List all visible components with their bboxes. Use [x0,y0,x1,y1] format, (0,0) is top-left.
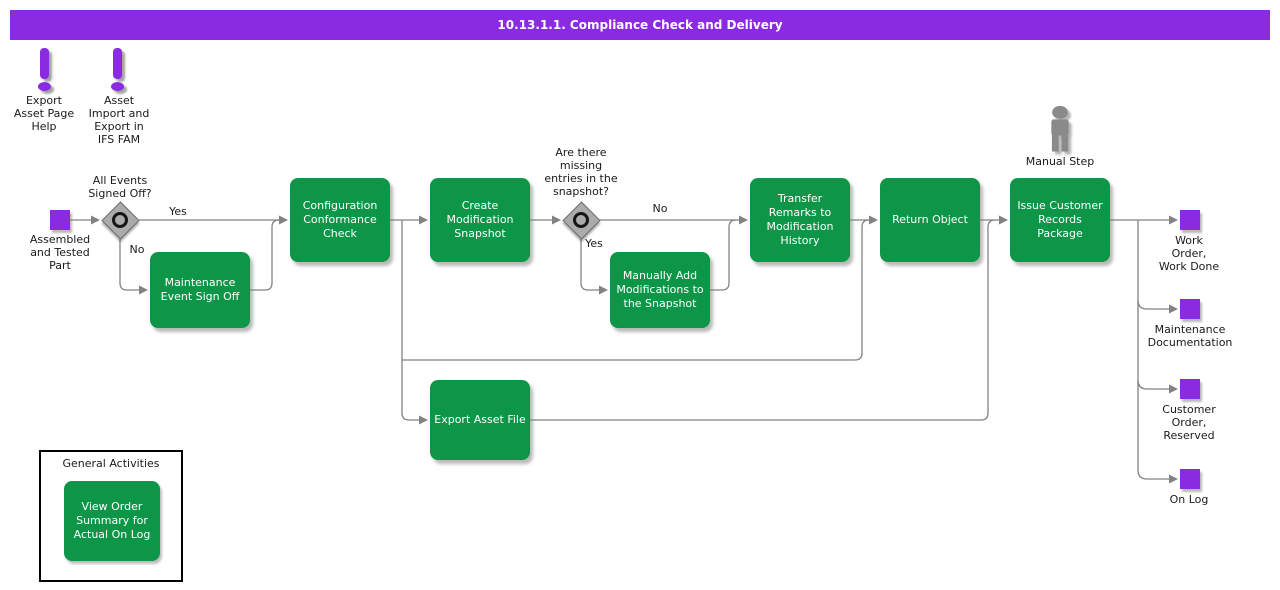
manual-step-label: Manual Step [1025,155,1095,168]
task-create-modification-snapshot[interactable]: Create Modification Snapshot [430,178,530,262]
output-square-customer-order[interactable] [1180,379,1200,399]
manual-step-person-icon [1046,105,1074,156]
exclamation-dot-icon [111,82,124,91]
import-export-note-icon[interactable] [111,48,124,91]
gateway1-no-label: No [129,243,145,256]
output-label-maintenance-documentation: Maintenance Documentation [1147,323,1233,349]
page-title: 10.13.1.1. Compliance Check and Delivery [10,10,1270,40]
task-maintenance-event-sign-off[interactable]: Maintenance Event Sign Off [150,252,250,328]
output-label-on-log: On Log [1169,493,1209,506]
start-event-label: Assembled and Tested Part [29,233,91,272]
task-view-order-summary[interactable]: View Order Summary for Actual On Log [64,481,160,561]
output-label-work-order: Work Order, Work Done [1158,234,1220,273]
exclamation-icon [40,48,49,79]
task-configuration-conformance-check[interactable]: Configuration Conformance Check [290,178,390,262]
task-transfer-remarks[interactable]: Transfer Remarks to Modification History [750,178,850,262]
help-note-label: Export Asset Page Help [13,94,75,133]
exclamation-icon [113,48,122,79]
output-label-customer-order: Customer Order, Reserved [1162,403,1216,442]
help-note-icon[interactable] [38,48,51,91]
general-activities-box: General Activities View Order Summary fo… [39,450,183,582]
gateway1-diamond-icon [101,201,140,240]
output-square-maintenance-documentation[interactable] [1180,299,1200,319]
gateway1-question: All Events Signed Off? [88,174,152,200]
task-manually-add-modifications[interactable]: Manually Add Modifications to the Snapsh… [610,252,710,328]
task-issue-customer-records-package[interactable]: Issue Customer Records Package [1010,178,1110,262]
exclamation-dot-icon [38,82,51,91]
output-square-on-log[interactable] [1180,469,1200,489]
task-export-asset-file[interactable]: Export Asset File [430,380,530,460]
general-activities-title: General Activities [62,457,160,470]
gateway2-yes-label: Yes [585,237,603,250]
output-square-work-order[interactable] [1180,210,1200,230]
task-return-object[interactable]: Return Object [880,178,980,262]
import-export-note-label: Asset Import and Export in IFS FAM [88,94,150,146]
gateway2-diamond-icon [562,201,601,240]
gateway2-no-label: No [652,202,668,215]
gateway1-yes-label: Yes [169,205,187,218]
gateway2-question: Are there missing entries in the snapsho… [544,146,618,198]
start-event-square[interactable] [50,210,70,230]
